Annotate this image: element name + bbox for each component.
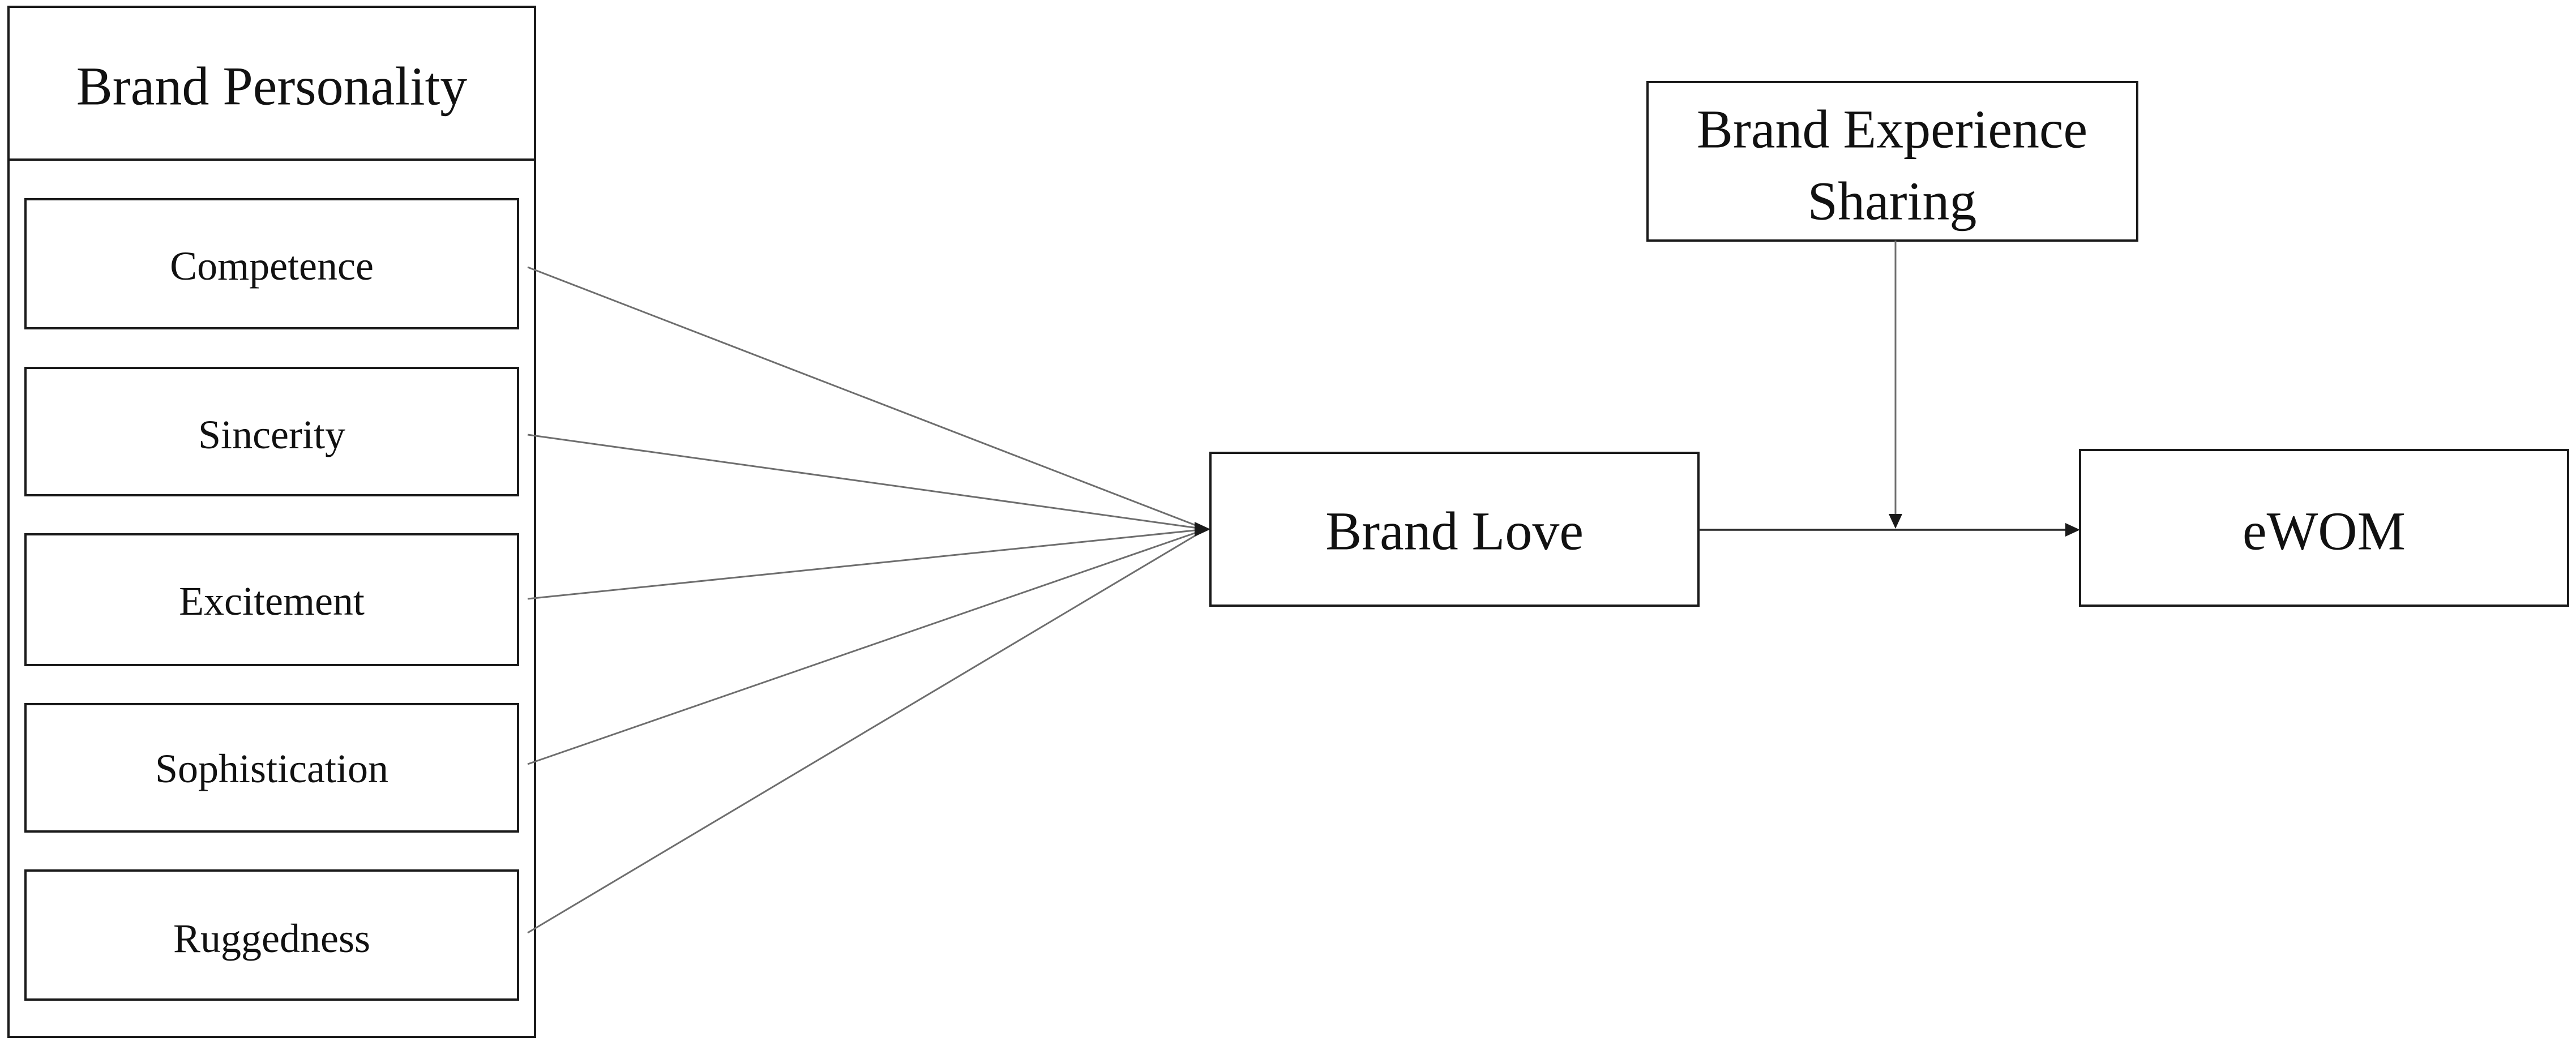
dimension-label-excitement: Excitement [179,578,365,624]
brand-love-node: Brand Love [1209,452,1700,607]
dimension-label-ruggedness: Ruggedness [173,916,370,961]
dimension-sincerity: Sincerity [24,367,519,496]
brand-love-arrowhead-icon [1195,522,1210,537]
dimension-box-ruggedness [24,869,519,1001]
ewom-arrowhead-icon [2065,523,2080,537]
dimension-competence: Competence [24,198,519,329]
brand-personality-title: Brand Personality [76,56,468,117]
personality-to-love-paths [527,266,1210,934]
ewom-box [2079,449,2569,607]
dimension-box-excitement [24,533,519,666]
path-sophistication-to-brand-love [527,528,1206,765]
path-excitement-to-brand-love [527,528,1206,600]
path-ruggedness-to-brand-love [527,528,1206,934]
brand-love-label: Brand Love [1325,501,1584,561]
brand-love-box [1209,452,1700,607]
moderation-arrowhead-icon [1889,514,1902,529]
path-sincerity-to-brand-love [527,434,1206,530]
love-to-ewom-path [1698,523,2080,537]
ewom-node: eWOM [2079,449,2569,607]
ewom-label: eWOM [2243,501,2406,561]
dimension-excitement: Excitement [24,533,519,666]
dimension-label-sophistication: Sophistication [155,746,388,791]
brand-personality-frame [7,6,536,1038]
brand-experience-sharing-label-line2: Sharing [1808,171,1977,232]
dimension-label-competence: Competence [170,243,374,289]
dimension-label-sincerity: Sincerity [198,412,345,457]
path-competence-to-brand-love [527,266,1206,530]
brand-experience-sharing-box [1646,81,2138,242]
brand-experience-sharing-label-line1: Brand Experience [1697,99,2087,160]
moderation-path [1889,241,1902,529]
dimension-box-sincerity [24,367,519,496]
dimension-sophistication: Sophistication [24,703,519,833]
brand-experience-sharing-node: Brand Experience Sharing [1646,81,2138,242]
brand-personality-group: Brand Personality [7,6,536,1038]
dimension-ruggedness: Ruggedness [24,869,519,1001]
dimension-box-competence [24,198,519,329]
dimension-box-sophistication [24,703,519,833]
